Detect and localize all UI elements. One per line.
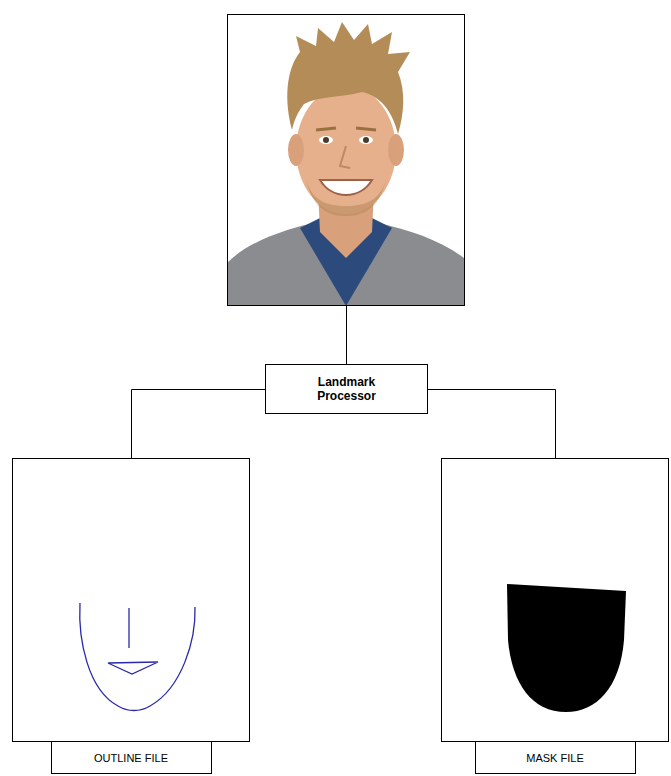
beard [306,180,386,216]
smile [320,180,372,195]
face-mask [507,584,626,712]
file-label-box: OUTLINE FILE [51,741,212,774]
file-label: OUTLINE FILE [94,752,168,764]
hair [287,22,410,134]
pupil [323,137,329,143]
nose-line [128,608,129,648]
ear [388,134,404,166]
photo-background [228,15,464,305]
face [296,86,396,214]
connector-line [132,390,266,459]
connector-line [428,390,556,459]
process-label: Landmark Processor [307,375,387,403]
pupil [363,137,369,143]
ear [288,134,304,166]
photo-frame [228,15,465,306]
output-panel: MASK FILE [441,458,669,742]
mouth-outline [108,662,158,674]
eye [359,136,373,144]
file-label: MASK FILE [526,752,583,764]
face-outline [80,603,195,711]
file-label-box: MASK FILE [475,741,636,774]
output-panel: OUTLINE FILE [12,458,250,742]
process-box: Landmark Processor [265,364,428,414]
eyebrow [356,128,376,130]
eye [319,136,333,144]
nose [340,146,350,168]
photo-link-line [346,306,347,364]
eyebrow [316,128,336,130]
portrait-photo [228,15,464,305]
jaw-outline [80,603,195,711]
